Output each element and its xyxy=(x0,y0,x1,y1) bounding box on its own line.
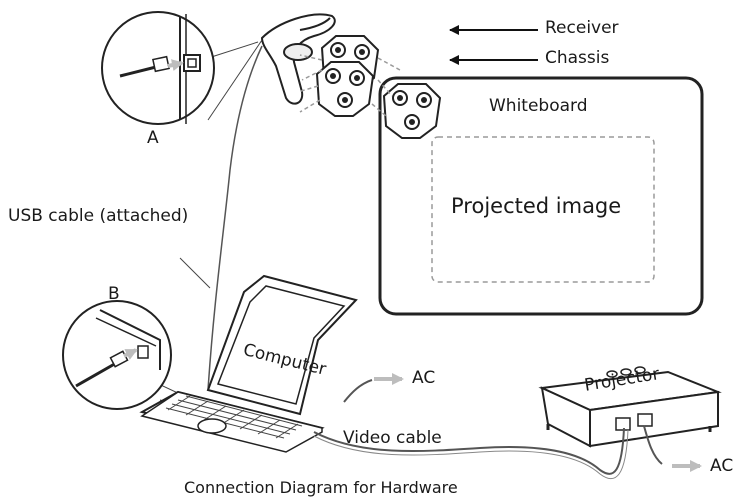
laptop-power-cable xyxy=(343,379,373,403)
usb-cable-label: USB cable (attached) xyxy=(8,206,189,226)
usb-label-leader xyxy=(179,257,211,289)
projector xyxy=(538,366,722,448)
signal-rays xyxy=(297,54,401,117)
usb-cable xyxy=(207,45,263,391)
inset-b-label: B xyxy=(108,284,120,304)
diagram-caption: Connection Diagram for Hardware xyxy=(184,478,458,497)
chassis-label: Chassis xyxy=(545,48,610,68)
video-cable-label: Video cable xyxy=(343,428,442,448)
projector-ac-label: AC xyxy=(710,456,734,476)
video-cable-inner xyxy=(313,429,629,480)
inset-a-label: A xyxy=(147,128,159,148)
projected-image-label: Projected image xyxy=(451,194,622,218)
inset-a-circle xyxy=(101,11,215,125)
laptop xyxy=(139,274,358,453)
whiteboard-label: Whiteboard xyxy=(489,96,588,116)
laptop-ac-label: AC xyxy=(412,368,436,388)
inset-b-circle xyxy=(62,300,172,410)
video-cable xyxy=(313,427,625,475)
projector-power-cable xyxy=(643,425,663,465)
receiver-label: Receiver xyxy=(545,18,619,38)
receiver-bracket xyxy=(260,13,336,105)
whiteboard xyxy=(378,76,704,316)
